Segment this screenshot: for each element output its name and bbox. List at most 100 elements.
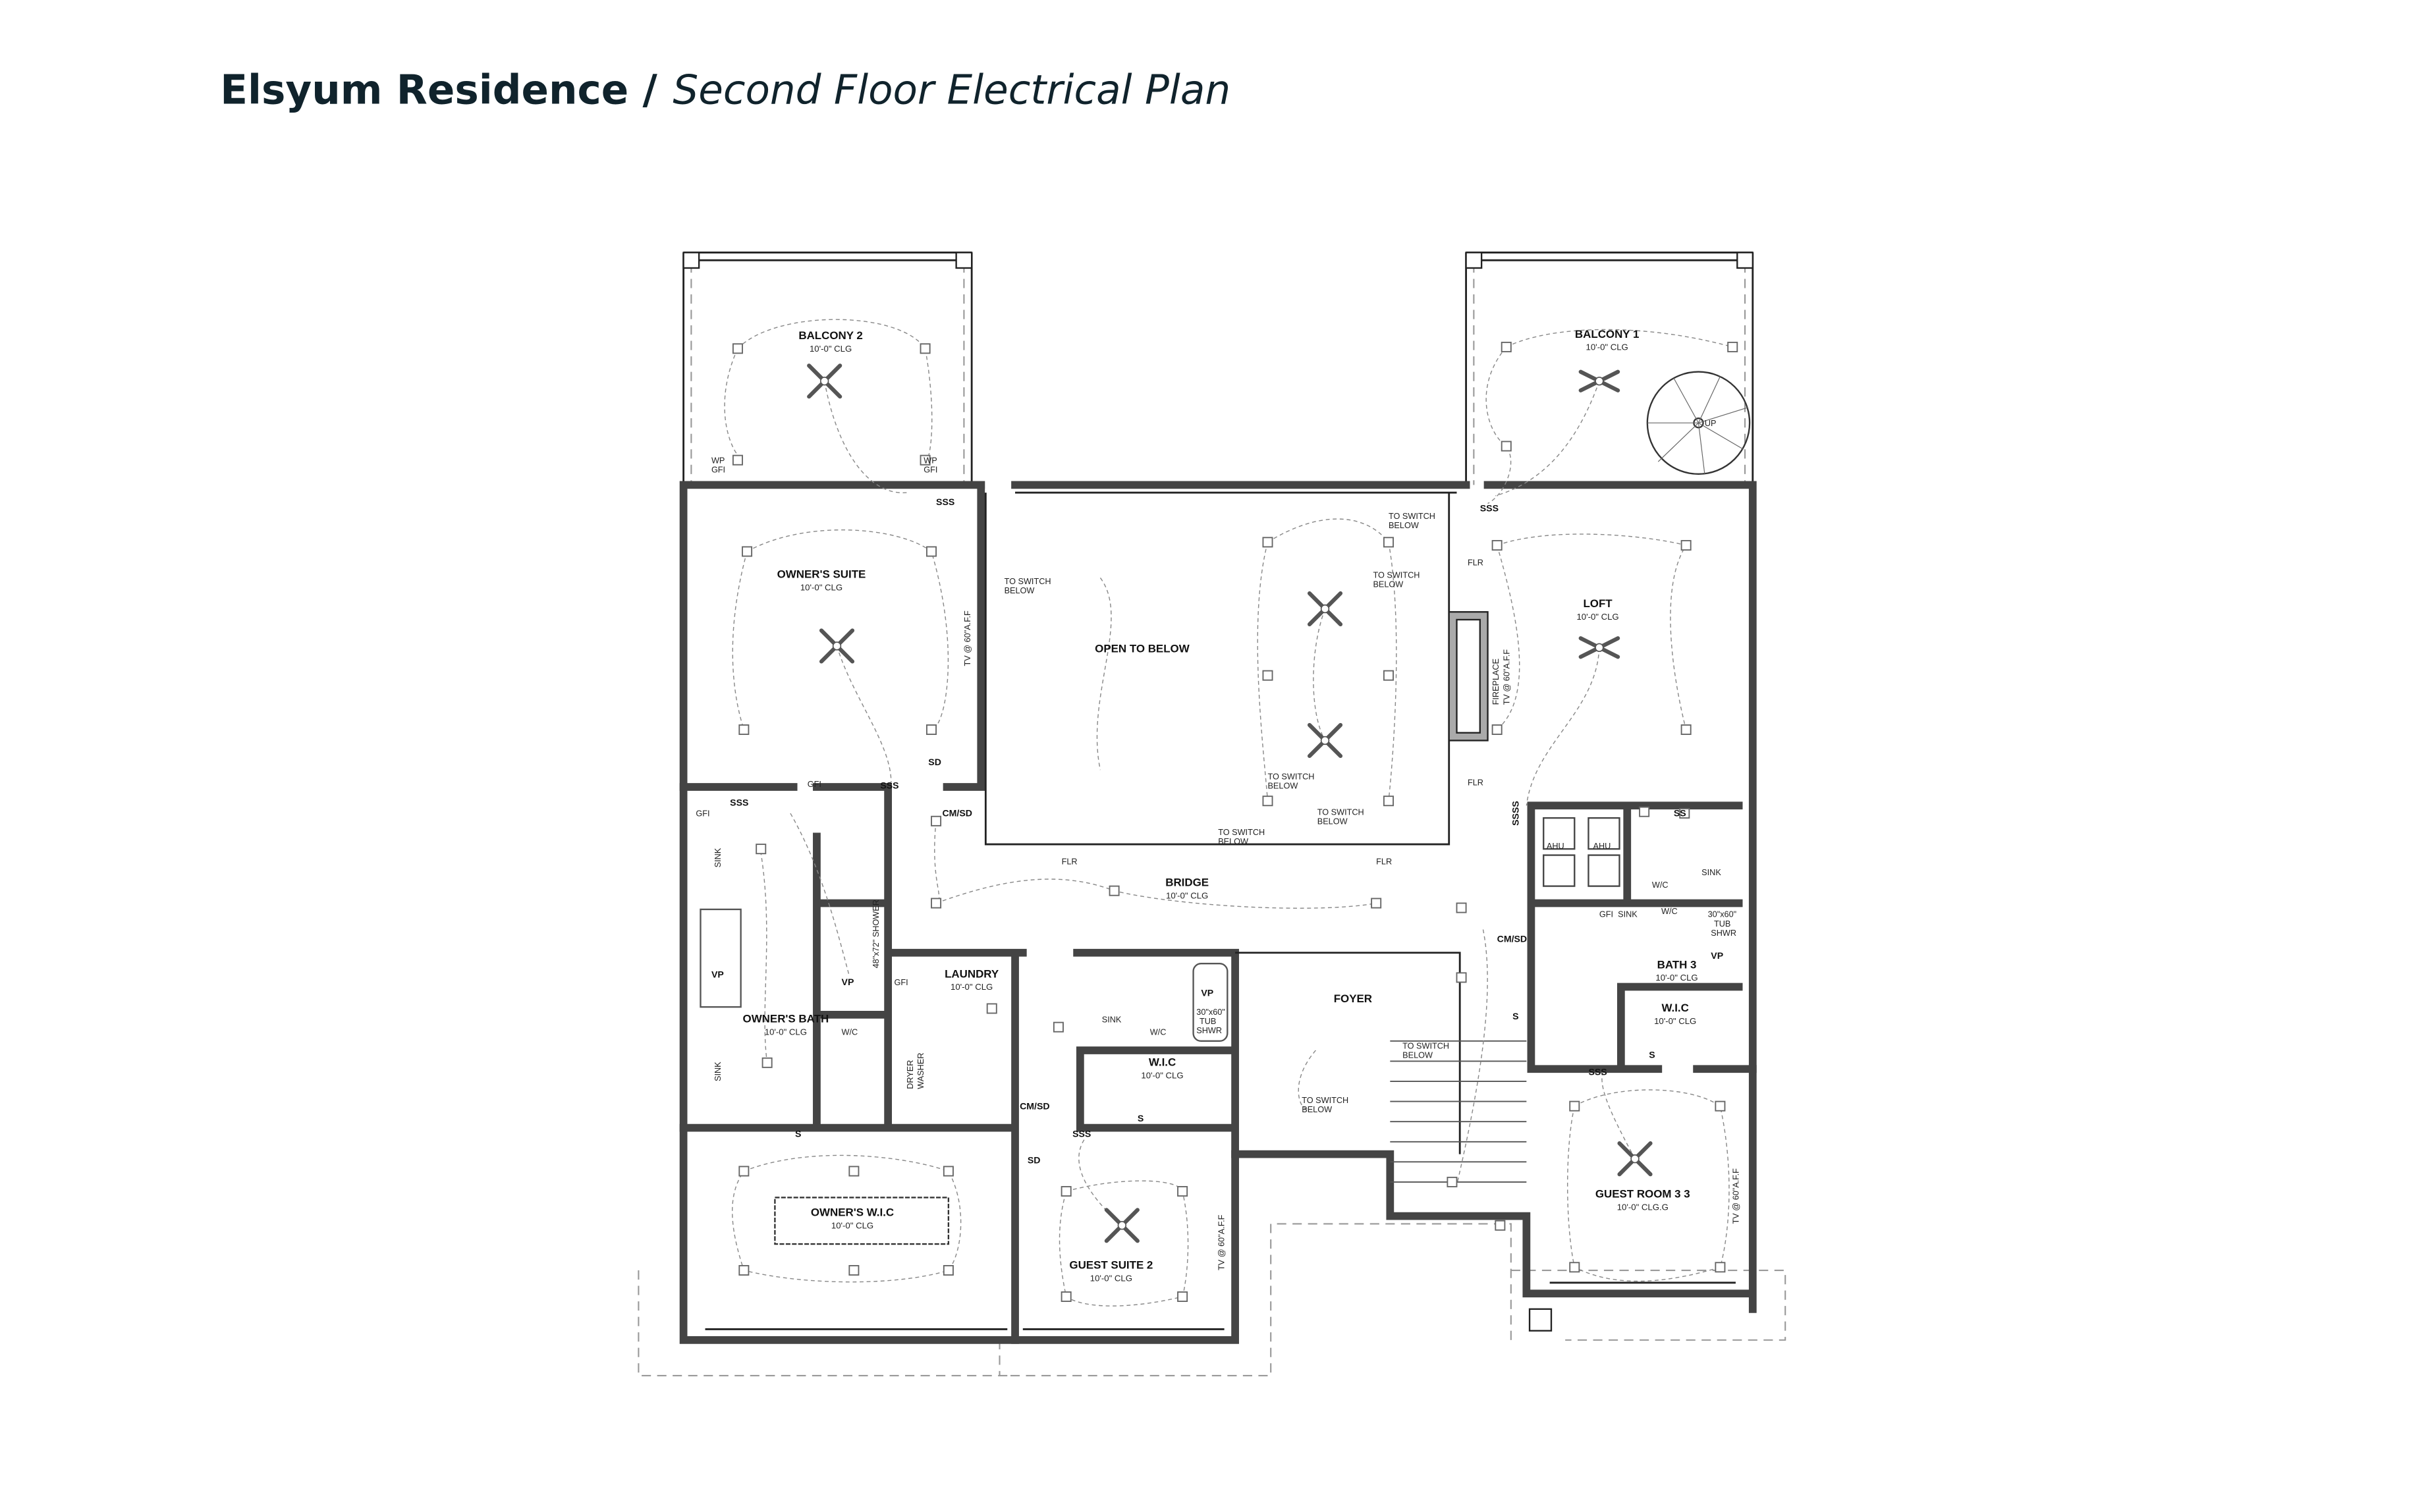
sink-label: SINK	[713, 848, 723, 867]
walls	[679, 252, 1757, 1344]
ahu-label: AHU	[1547, 842, 1564, 851]
switch-label: SSSS	[1510, 801, 1521, 826]
smoke-detector-label: SD	[928, 757, 941, 767]
project-name: Elsyum Residence /	[220, 67, 657, 114]
to-switch-note: BELOW	[1302, 1105, 1332, 1114]
room-name-bath-3: BATH 3	[1657, 958, 1697, 971]
room-name-open-to-below: OPEN TO BELOW	[1095, 642, 1190, 655]
circuit-wiring	[724, 319, 1733, 1307]
room-name-balcony-2: BALCONY 2	[798, 329, 862, 342]
dryer-label: DRYER	[906, 1060, 915, 1089]
tub-label: SHWR	[1711, 929, 1736, 938]
tv-outlet-label: TV @ 60"A.F.F	[1217, 1214, 1227, 1270]
switch-label: S	[1649, 1050, 1655, 1060]
tub-label: TUB	[1200, 1017, 1216, 1026]
spiral-stair: UP	[1646, 371, 1751, 475]
tv-outlet-label: TV @ 60"A.F.F	[963, 610, 972, 666]
toilet-label: W/C	[1661, 907, 1678, 916]
co-smoke-detector-label: CM/SD	[942, 808, 972, 819]
room-name-wic: W.I.C	[1149, 1056, 1176, 1068]
room-name-laundry: LAUNDRY	[945, 967, 999, 980]
room-name-owners-wic: OWNER'S W.I.C	[811, 1206, 894, 1219]
ceiling-height: 10'-0" CLG	[1654, 1016, 1696, 1026]
floor-outlet-label: FLR	[1062, 857, 1078, 867]
gfi-label: GFI	[696, 809, 709, 819]
tub-label: SHWR	[1196, 1026, 1222, 1035]
room-name-loft: LOFT	[1583, 597, 1613, 610]
sink-label: SINK	[1701, 868, 1721, 877]
to-switch-note: BELOW	[1402, 1051, 1433, 1060]
vapor-proof-light-label: VP	[711, 969, 724, 979]
floor-outlet-label: FLR	[1376, 857, 1392, 867]
ceiling-height: 10'-0" CLG	[831, 1221, 873, 1231]
smoke-detector-label: SD	[1028, 1155, 1041, 1166]
ceiling-fan-icon	[1578, 369, 1620, 392]
vapor-proof-light-label: VP	[1201, 988, 1213, 998]
ceiling-fan-icon	[1307, 591, 1343, 627]
to-switch-note: BELOW	[1389, 521, 1419, 530]
sheet-title: Elsyum Residence / Second Floor Electric…	[220, 67, 1230, 114]
co-smoke-detector-label: CM/SD	[1020, 1100, 1049, 1111]
room-name-balcony-1: BALCONY 1	[1575, 328, 1639, 340]
ceiling-fan-icon	[819, 628, 855, 664]
to-switch-note: TO SWITCH	[1218, 828, 1265, 837]
ceiling-height: 10'-0" CLG	[800, 582, 842, 592]
ceiling-height: 10'-0" CLG	[765, 1027, 807, 1037]
switch-label: SSS	[880, 780, 898, 790]
toilet-label: W/C	[1652, 880, 1669, 890]
to-switch-note: BELOW	[1267, 781, 1298, 790]
tub-label: 30"x60"	[1196, 1008, 1225, 1017]
to-switch-note: TO SWITCH	[1389, 512, 1435, 521]
toilet-label: W/C	[1150, 1027, 1167, 1037]
wp-label: WP	[711, 456, 725, 465]
ceiling-fan-icon	[1104, 1208, 1140, 1243]
electrical-annotations: WP GFI WP GFI SSS SSS SSS SSS GFI GFI SD…	[696, 456, 1740, 1270]
room-labels: BALCONY 2 10'-0" CLG BALCONY 1 10'-0" CL…	[743, 328, 1698, 1283]
room-name-guest-suite-2: GUEST SUITE 2	[1069, 1259, 1153, 1272]
vapor-proof-light-label: VP	[1711, 950, 1723, 961]
to-switch-note: TO SWITCH	[1267, 772, 1314, 781]
ceiling-height: 10'-0" CLG	[951, 982, 993, 992]
switch-label: S	[1512, 1011, 1518, 1021]
sink-label: SINK	[1618, 910, 1638, 919]
to-switch-note: BELOW	[1373, 580, 1403, 589]
switch-label: S	[795, 1129, 801, 1139]
switch-label: SSS	[1072, 1129, 1091, 1139]
co-smoke-detector-label: CM/SD	[1497, 933, 1527, 944]
shower-label: 48"x72" SHOWER	[871, 900, 881, 968]
ceiling-fan-icon	[1307, 722, 1343, 759]
stair-up-label: UP	[1705, 419, 1717, 428]
lower-roof-outline	[638, 263, 1786, 1377]
gfi-label: GFI	[808, 780, 821, 789]
tub-label: TUB	[1714, 919, 1730, 929]
switch-label: SSS	[730, 797, 748, 807]
sink-label: SINK	[713, 1062, 723, 1081]
ceiling-height: 10'-0" CLG	[1166, 890, 1208, 900]
ceiling-fan-icon	[1578, 636, 1620, 659]
ceiling-height: 10'-0" CLG.G	[1617, 1202, 1669, 1212]
washer-label: WASHER	[916, 1053, 925, 1089]
room-name-wic: W.I.C	[1661, 1002, 1688, 1014]
to-switch-note: BELOW	[1005, 586, 1035, 595]
to-switch-note: TO SWITCH	[1302, 1096, 1348, 1105]
to-switch-note: TO SWITCH	[1317, 807, 1364, 817]
ceiling-fan-icon	[1617, 1141, 1653, 1177]
vapor-proof-light-label: VP	[842, 977, 854, 987]
tv-outlet-label: TV @ 60"A.F.F	[1732, 1168, 1741, 1224]
ceiling-height: 10'-0" CLG	[1655, 973, 1698, 983]
switch-label: SS	[1674, 808, 1686, 819]
recessed-lights	[732, 341, 1738, 1303]
wp-label: WP	[924, 456, 937, 465]
to-switch-note: BELOW	[1317, 817, 1348, 826]
ahu-label: AHU	[1593, 842, 1611, 851]
to-switch-note: TO SWITCH	[1005, 577, 1051, 586]
gfi-label: GFI	[895, 978, 908, 987]
switch-label: SSS	[1588, 1067, 1607, 1077]
tub-label: 30"x60"	[1708, 910, 1737, 919]
tv-outlet-label: TV @ 60"A.F.F	[1502, 649, 1511, 705]
room-name-owners-suite: OWNER'S SUITE	[777, 568, 866, 580]
ceiling-height: 10'-0" CLG	[1586, 342, 1628, 352]
to-switch-note: BELOW	[1218, 837, 1248, 846]
ceiling-fan-icon	[807, 364, 842, 399]
